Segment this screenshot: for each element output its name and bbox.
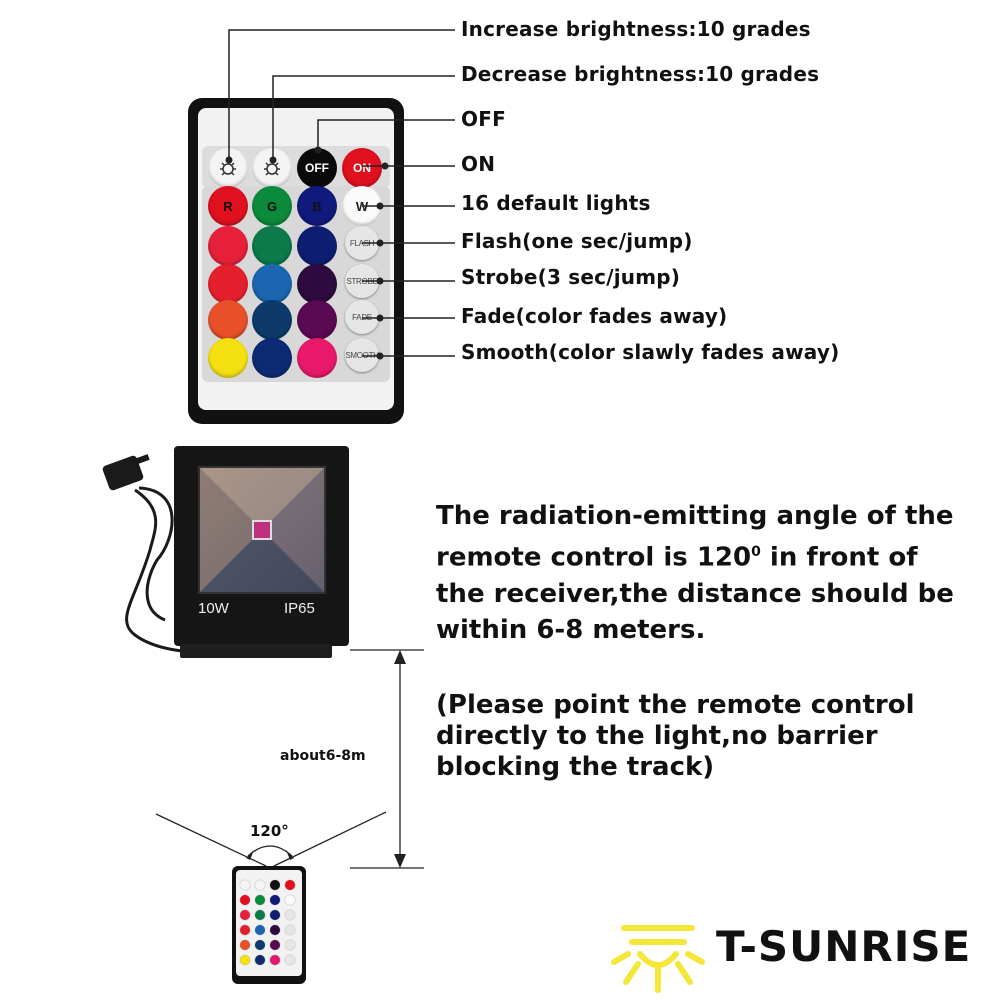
floodlight-power-label: 10W: [198, 600, 229, 617]
small-remote-button: [240, 955, 250, 965]
info-line-2a: remote control is 120: [436, 542, 752, 573]
small-remote-button: [270, 940, 280, 950]
on-button[interactable]: ON: [342, 148, 382, 188]
small-remote-button: [270, 880, 280, 890]
degree-superscript: 0: [751, 544, 761, 560]
callout-decrease-brightness: Decrease brightness:10 grades: [461, 62, 820, 86]
remote-control-small: [232, 866, 306, 984]
color-button[interactable]: [252, 338, 292, 378]
power-cable-plug: [102, 454, 216, 654]
small-remote-button: [285, 925, 295, 935]
callout-on: ON: [461, 152, 496, 176]
small-remote-button: [285, 895, 295, 905]
distance-label: about6-8m: [280, 748, 366, 764]
callout-default-lights: 16 default lights: [461, 191, 651, 215]
small-remote-button: [270, 895, 280, 905]
brightness-up-button[interactable]: [208, 148, 248, 188]
info-paragraph: The radiation-emitting angle of the remo…: [436, 498, 954, 648]
small-remote-button: [285, 910, 295, 920]
small-remote-button: [270, 955, 280, 965]
color-button[interactable]: [252, 264, 292, 304]
small-remote-button: [240, 895, 250, 905]
small-remote-button: [240, 910, 250, 920]
color-button[interactable]: [252, 300, 292, 340]
color-button[interactable]: [208, 264, 248, 304]
distance-diagram: [155, 649, 424, 869]
brand-name: T-SUNRISE: [716, 922, 972, 971]
small-remote-button: [255, 925, 265, 935]
small-remote-button: [270, 910, 280, 920]
floodlight-reflector: [198, 466, 326, 594]
small-remote-button: [255, 940, 265, 950]
info-line-2: remote control is 1200 in front of: [436, 534, 954, 576]
small-remote-button: [270, 925, 280, 935]
small-remote-button: [255, 910, 265, 920]
green-button[interactable]: G: [252, 186, 292, 226]
small-remote-button: [240, 940, 250, 950]
note-line-3: blocking the track): [436, 752, 715, 782]
floodlight: 10W IP65: [174, 446, 349, 646]
callout-off: OFF: [461, 107, 506, 131]
info-line-4: within 6-8 meters.: [436, 614, 706, 645]
small-remote-button: [255, 880, 265, 890]
red-button[interactable]: R: [208, 186, 248, 226]
callout-strobe: Strobe(3 sec/jump): [461, 265, 681, 289]
fade-button[interactable]: FADE: [345, 300, 379, 334]
color-button[interactable]: [252, 226, 292, 266]
note-line-2: directly to the light,no barrier: [436, 721, 878, 751]
color-button[interactable]: [297, 300, 337, 340]
floodlight-bracket: [180, 644, 332, 658]
color-button[interactable]: [208, 300, 248, 340]
callout-smooth: Smooth(color slawly fades away): [461, 340, 840, 364]
callout-flash: Flash(one sec/jump): [461, 229, 693, 253]
note-line-1: (Please point the remote control: [436, 690, 915, 720]
sunrise-logo-icon: [611, 925, 705, 993]
info-line-2b: in front of: [760, 542, 918, 573]
small-remote-button: [285, 880, 295, 890]
brightness-down-button[interactable]: [252, 148, 292, 188]
color-button[interactable]: [297, 226, 337, 266]
info-line-1: The radiation-emitting angle of the: [436, 501, 954, 531]
small-remote-button: [240, 925, 250, 935]
small-remote-button: [285, 940, 295, 950]
callout-lines: [225, 29, 455, 360]
led-chip: [252, 520, 272, 540]
reflector-facets: [200, 468, 324, 592]
small-remote-button: [255, 955, 265, 965]
small-remote-button: [285, 955, 295, 965]
note-paragraph: (Please point the remote control directl…: [436, 690, 915, 783]
small-remote-button: [240, 880, 250, 890]
angle-label: 120°: [250, 822, 289, 840]
small-remote-button: [255, 895, 265, 905]
smooth-button[interactable]: SMOOTH: [345, 338, 379, 372]
color-button[interactable]: [297, 264, 337, 304]
off-button[interactable]: OFF: [297, 148, 337, 188]
callout-fade: Fade(color fades away): [461, 304, 728, 328]
blue-button[interactable]: B: [297, 186, 337, 226]
callout-increase-brightness: Increase brightness:10 grades: [461, 17, 811, 41]
info-line-3: the receiver,the distance should be: [436, 578, 954, 609]
color-button[interactable]: [208, 226, 248, 266]
color-button[interactable]: [208, 338, 248, 378]
color-button[interactable]: [297, 338, 337, 378]
floodlight-ip-label: IP65: [284, 600, 315, 617]
